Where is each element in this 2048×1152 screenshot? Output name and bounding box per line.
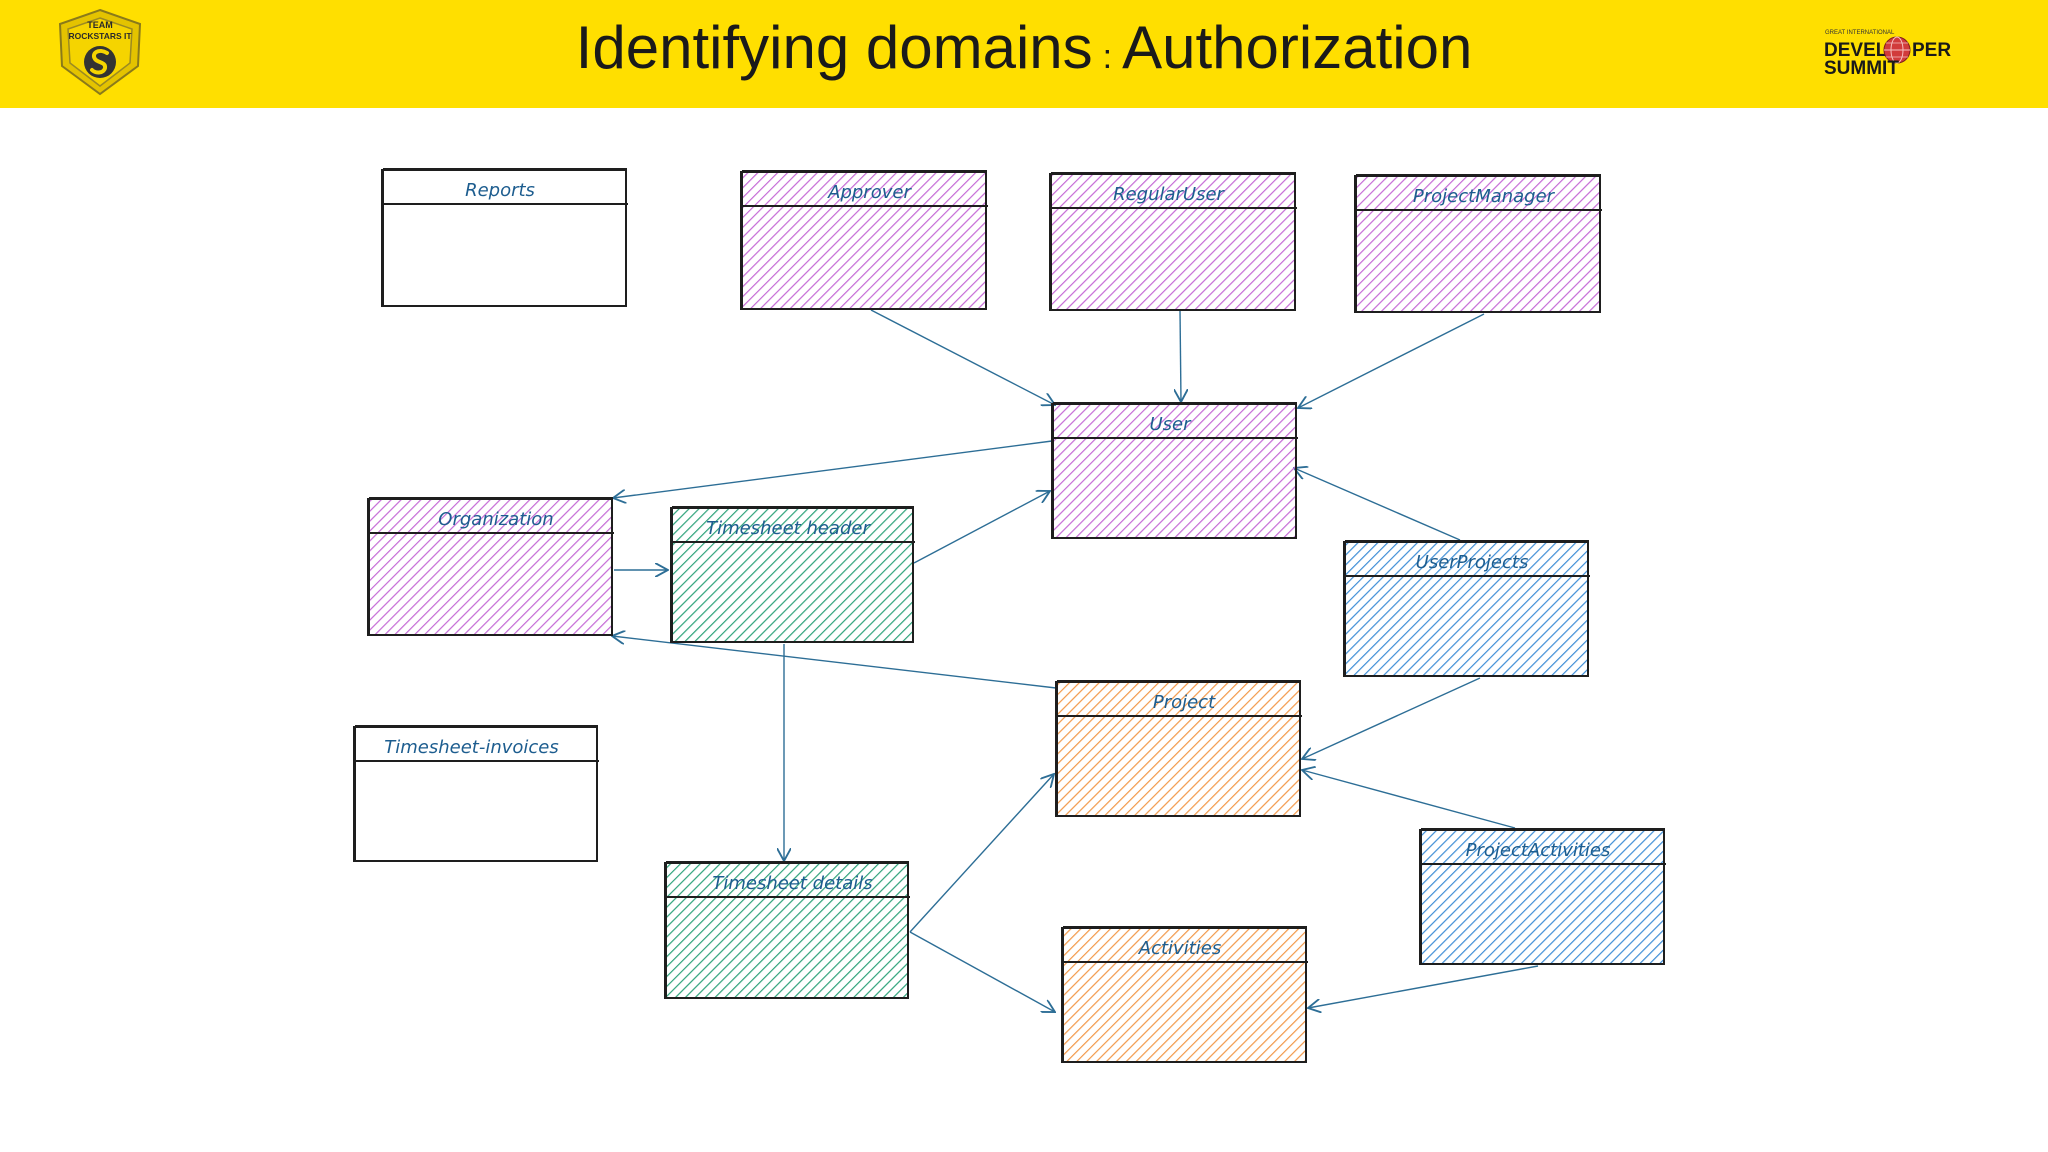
entity-box-sketch	[1051, 172, 1296, 310]
entity-box	[1061, 927, 1307, 1063]
edge-approver-to-user	[870, 309, 1055, 405]
globe-icon	[1883, 36, 1911, 64]
entity-timesheet-details: Timesheet details	[664, 861, 910, 999]
edge-timesheet-header-to-user	[913, 491, 1050, 564]
logo-right-word2: PER	[1912, 40, 1951, 61]
entity-box	[1049, 173, 1296, 311]
entity-approver: Approver	[740, 170, 988, 310]
entity-label: Timesheet-invoices	[384, 737, 559, 758]
entity-box	[1051, 403, 1297, 539]
slide-title-part1: Identifying domains	[575, 14, 1093, 81]
entity-label: Project	[1153, 692, 1216, 713]
edge-project-manager-to-user	[1298, 313, 1485, 408]
entity-box-sketch	[355, 725, 598, 861]
entity-label: ProjectManager	[1413, 186, 1556, 207]
entity-label: Organization	[438, 509, 553, 530]
entity-box	[670, 507, 914, 643]
entity-user-projects: UserProjects	[1343, 540, 1590, 677]
edge-project-activities-to-activities	[1308, 965, 1539, 1008]
edge-project-to-organization	[612, 636, 1057, 689]
entity-box-sketch	[1063, 926, 1307, 1062]
entity-label: RegularUser	[1113, 184, 1225, 205]
entity-reports: Reports	[381, 168, 628, 307]
entity-timesheet-invoices: Timesheet-invoices	[353, 725, 599, 862]
logo-right-top: GREAT INTERNATIONAL	[1825, 30, 1895, 36]
entity-project-manager: ProjectManager	[1354, 174, 1602, 313]
domain-diagram: Reports Approver RegularUser ProjectManager…	[353, 168, 1666, 1063]
entity-box-sketch	[742, 170, 987, 309]
entity-box-sketch	[672, 506, 914, 642]
slide-title: Identifying domains:Authorization	[0, 12, 2048, 93]
team-rockstars-logo: TEAM ROCKSTARS IT	[58, 8, 142, 96]
entity-box-sketch	[1057, 680, 1301, 816]
edge-timesheet-details-to-project	[909, 774, 1054, 933]
entity-box-sketch	[1345, 540, 1589, 676]
entity-label: Timesheet details	[712, 873, 872, 894]
entity-box	[740, 171, 987, 310]
entity-label: ProjectActivities	[1466, 840, 1611, 861]
entity-box-sketch	[1421, 828, 1665, 964]
logo-left-line2: ROCKSTARS IT	[68, 31, 132, 41]
developer-summit-logo: GREAT INTERNATIONAL DEVEL PER SUMMIT	[1824, 30, 1951, 79]
entity-box	[664, 862, 909, 999]
entity-box	[1354, 175, 1601, 313]
entity-organization: Organization	[367, 497, 614, 636]
entity-activities: Activities	[1061, 926, 1308, 1063]
entity-box	[381, 169, 627, 307]
entity-box-sketch	[369, 497, 613, 635]
entity-label: Reports	[465, 180, 535, 201]
entity-label: UserProjects	[1416, 552, 1529, 573]
entity-box-sketch	[1053, 402, 1297, 538]
entity-box	[367, 498, 613, 636]
entity-box	[1055, 681, 1301, 817]
entity-box	[1419, 829, 1665, 965]
entity-user: User	[1051, 402, 1298, 539]
edge-user-projects-to-project	[1302, 677, 1481, 759]
entity-label: Timesheet header	[706, 518, 871, 539]
entity-box	[353, 726, 598, 862]
entity-label: Approver	[827, 182, 912, 203]
entity-box-sketch	[666, 861, 909, 998]
entity-regular-user: RegularUser	[1049, 172, 1297, 311]
entity-project-activities: ProjectActivities	[1419, 828, 1666, 965]
edge-regular-user-to-user	[1180, 309, 1181, 402]
entity-box	[1343, 541, 1589, 677]
slide-title-part2: Authorization	[1122, 14, 1473, 81]
logo-left-line1: TEAM	[87, 20, 113, 30]
entity-box-sketch	[1356, 174, 1601, 312]
header-bar: TEAM ROCKSTARS IT Identifying domains:Au…	[0, 0, 2048, 108]
edge-user-to-organization	[613, 440, 1053, 498]
entity-label: Activities	[1138, 938, 1221, 959]
edges-layer	[612, 309, 1539, 1012]
nodes-layer: Reports Approver RegularUser ProjectManager…	[353, 168, 1666, 1063]
slide-title-separator: :	[1102, 38, 1113, 76]
entity-label: User	[1149, 414, 1192, 435]
entity-box-sketch	[383, 168, 627, 306]
edge-project-activities-to-project	[1302, 770, 1516, 829]
edge-user-projects-to-user	[1294, 468, 1461, 541]
logo-right-word3: SUMMIT	[1824, 58, 1899, 79]
logo-right-word1: DEVEL	[1824, 40, 1888, 61]
edge-timesheet-details-to-activities	[909, 931, 1055, 1012]
entity-project: Project	[1055, 680, 1302, 817]
entity-timesheet-header: Timesheet header	[670, 506, 915, 643]
